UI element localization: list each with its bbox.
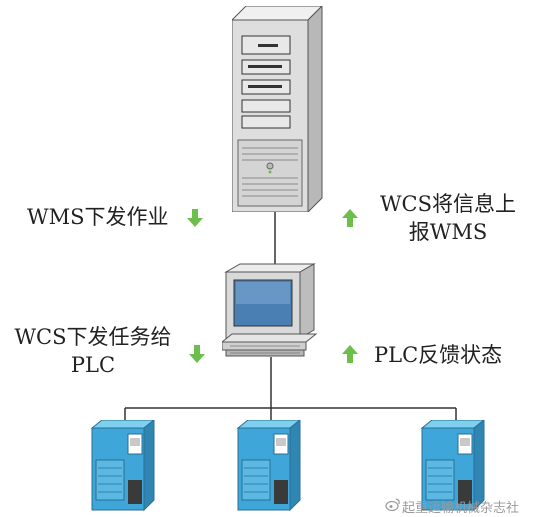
- wcs-dispatch-label: WCS下发任务给 PLC: [2, 323, 184, 379]
- plc-feedback-label: PLC反馈状态: [374, 343, 503, 367]
- plc-module-icon: [420, 420, 485, 512]
- wcs-dispatch-line2: PLC: [70, 353, 116, 377]
- wcs-dispatch-line1: WCS下发任务给: [14, 325, 172, 349]
- desktop-computer-icon: [222, 263, 318, 357]
- weibo-icon: [385, 498, 400, 511]
- arrow-down-icon: [187, 209, 203, 227]
- plc-left: [88, 420, 160, 512]
- plc-module-icon: [236, 420, 301, 512]
- server-tower-icon: [232, 6, 323, 212]
- arrow-up-icon: [342, 345, 358, 363]
- watermark-text: 起重运输机械杂志社: [402, 501, 520, 516]
- server-tower: [232, 6, 327, 212]
- plc-module-icon: [90, 420, 155, 512]
- plc-right: [418, 420, 490, 512]
- wms-dispatch-label: WMS下发作业: [27, 205, 169, 229]
- arrow-down-icon: [189, 345, 205, 363]
- workstation: [222, 262, 318, 358]
- wcs-report-label: WCS将信息上 报WMS: [368, 190, 528, 246]
- arrow-up-icon: [342, 209, 358, 227]
- wcs-report-line2: 报WMS: [408, 220, 488, 244]
- wcs-report-line1: WCS将信息上: [379, 192, 517, 216]
- plc-middle: [234, 420, 306, 512]
